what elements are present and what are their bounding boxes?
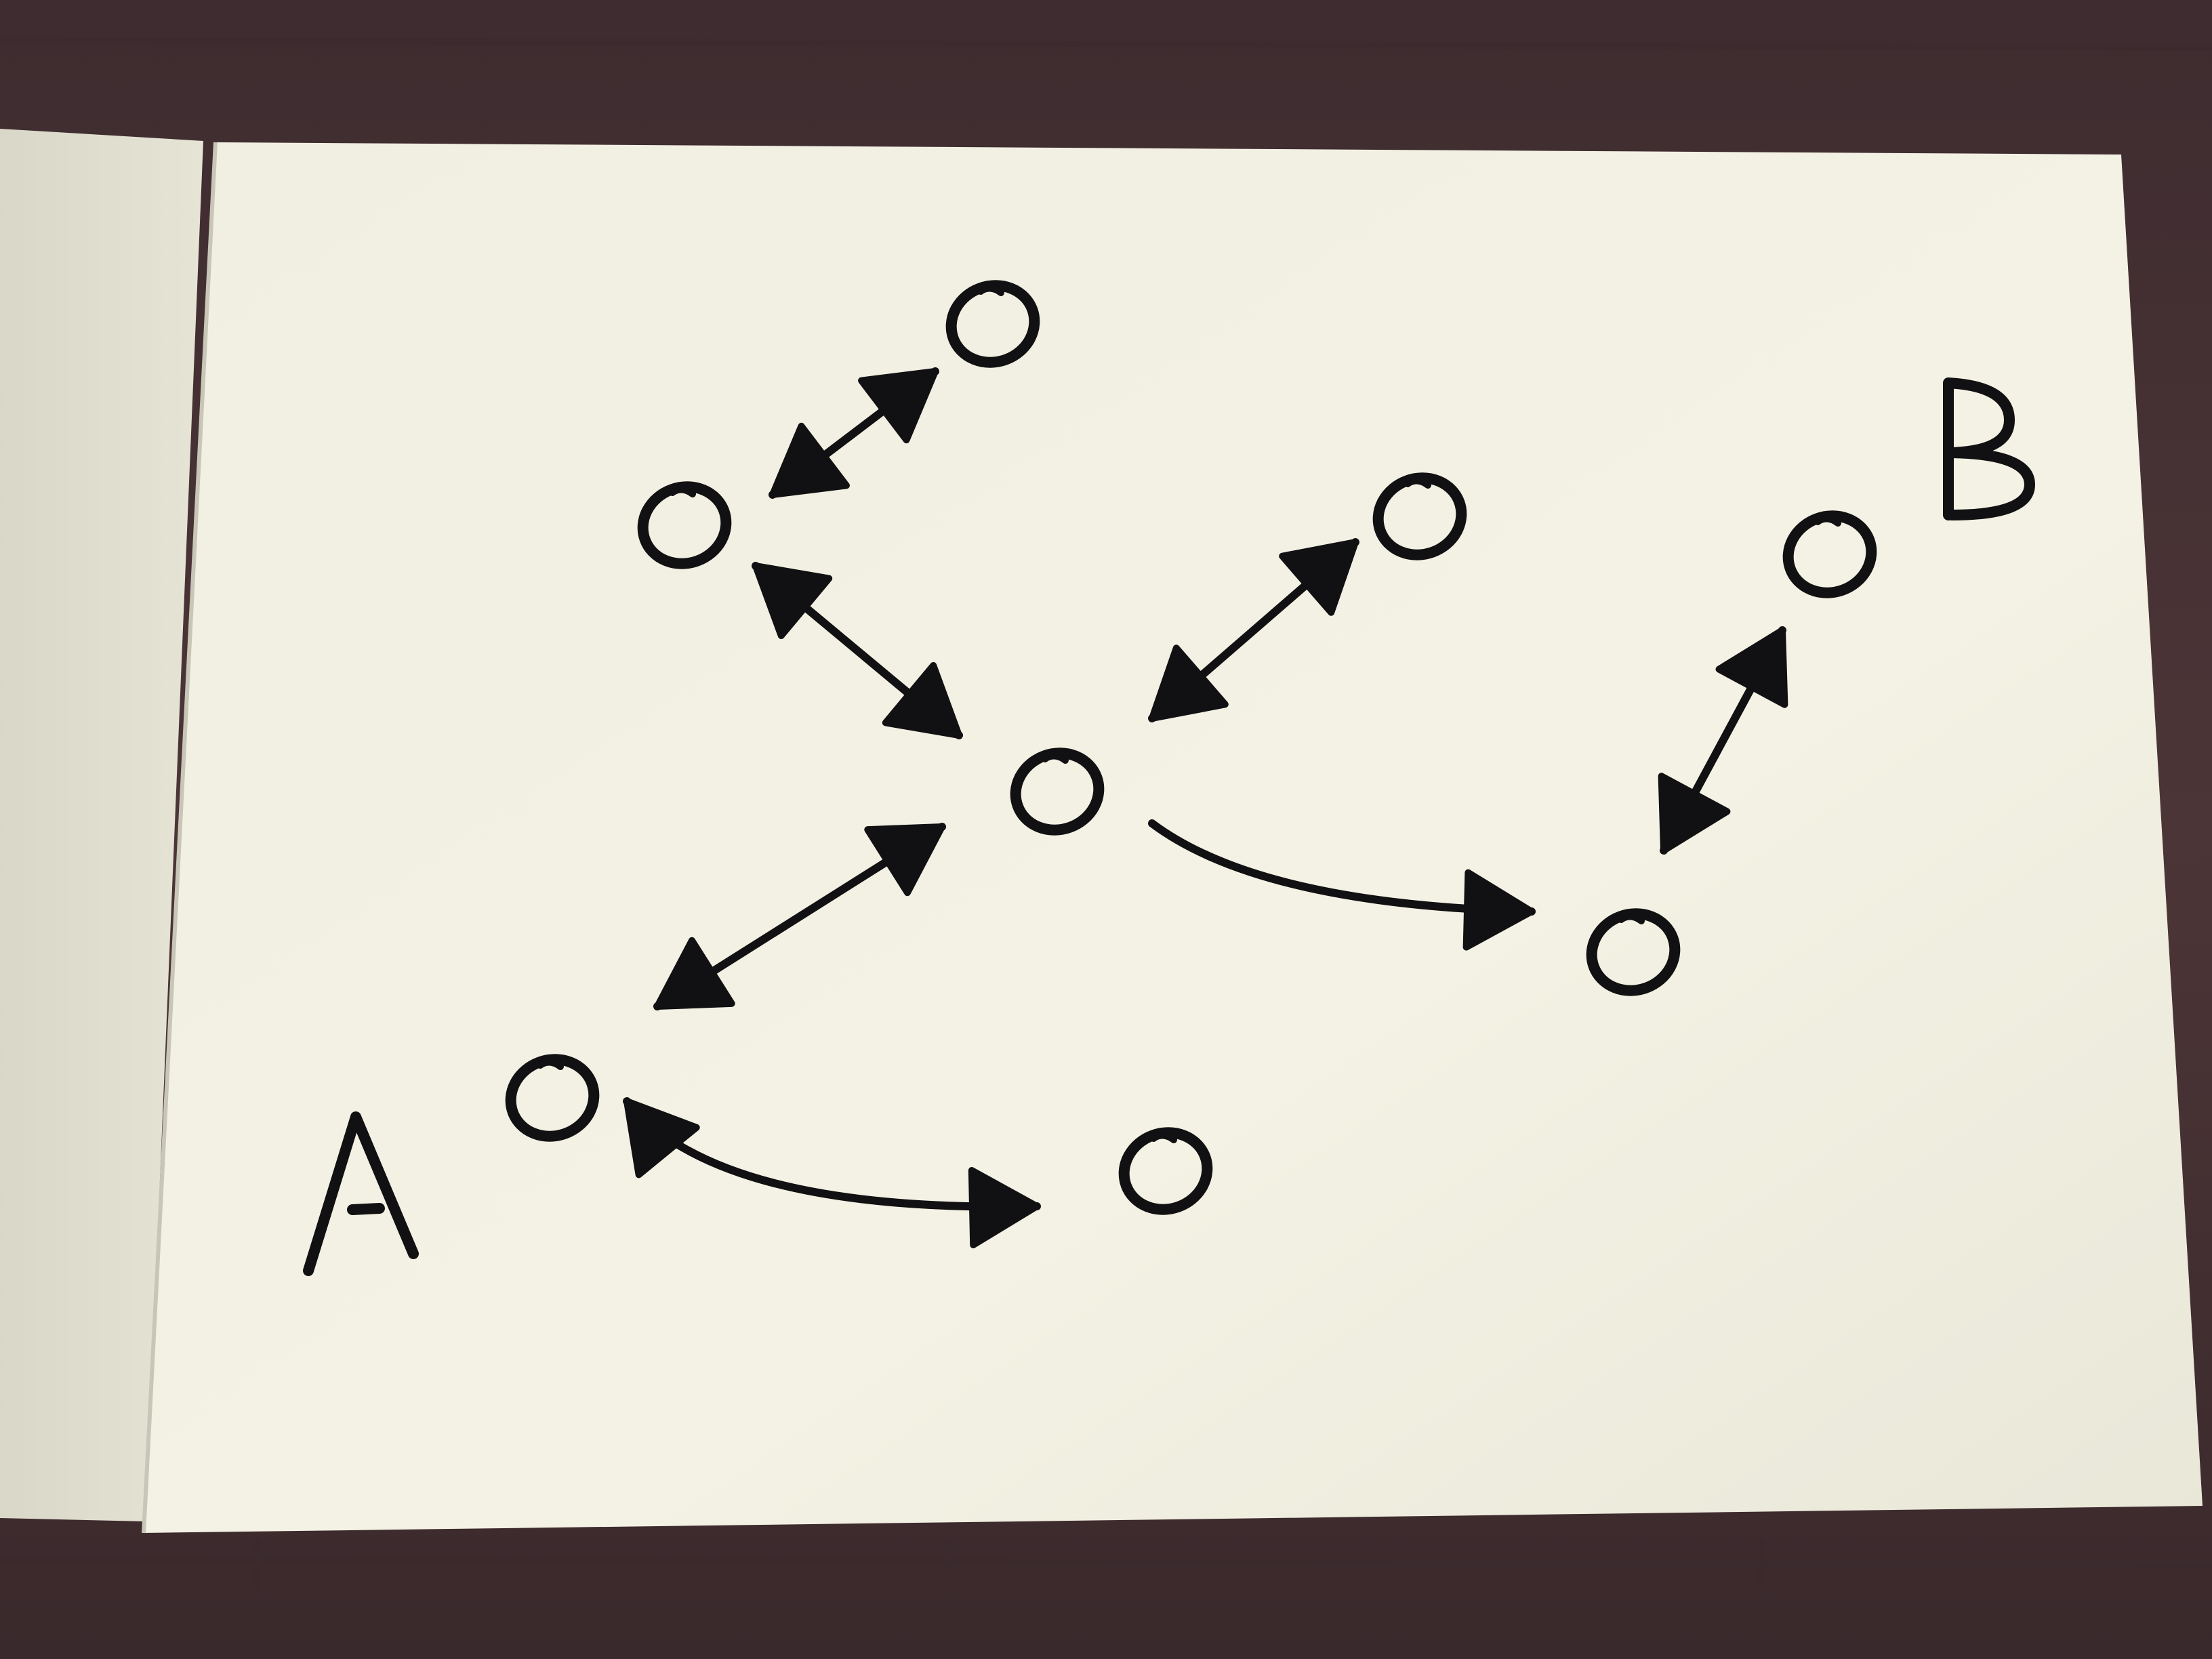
end-label-glyph [1943, 377, 2035, 520]
graph-edge-n3-n6 [1148, 819, 1536, 951]
graph-edge-n1-n2 [769, 367, 939, 499]
arrowhead-end [1462, 869, 1535, 951]
start-label: A [303, 1111, 419, 1276]
graph-edge-n3-n5 [653, 823, 946, 1010]
graph-node-mark-n5 [1814, 515, 1841, 527]
graph-node-mark-n3 [1042, 752, 1069, 764]
arrowhead-end [769, 422, 850, 498]
arrowhead-start [752, 562, 833, 640]
graph-edge-n2-n3 [752, 562, 963, 739]
arrowhead-end [654, 937, 735, 1010]
edge-line [1148, 819, 1536, 916]
graph-edge-n6-n7 [1658, 626, 1788, 855]
graph-node-mark-n8 [1150, 1132, 1177, 1143]
arrowhead-start [858, 368, 939, 444]
arrowhead-start [623, 1098, 700, 1179]
arrowhead-end [968, 1167, 1040, 1249]
graph-diagram [505, 280, 1877, 1249]
notebook-spine [142, 142, 218, 1534]
start-label-glyph [303, 1111, 419, 1276]
arrowhead-start [1149, 644, 1229, 722]
graph-edge-n3-n4 [1148, 538, 1359, 722]
arrowhead-end [882, 661, 962, 739]
graph-node-mark-n1 [977, 285, 1004, 296]
graph-node-mark-n7 [537, 1059, 564, 1070]
graph-node-mark-n4 [1404, 477, 1431, 489]
arrowhead-end [1658, 773, 1731, 854]
wood-grain [0, 37, 2212, 1659]
graph-node-mark-n6 [1618, 913, 1645, 924]
end-label: B [1943, 377, 2035, 520]
arrowhead-start [864, 823, 945, 897]
notebook-left-page [0, 129, 203, 1521]
graph-node-mark-n2 [669, 486, 696, 497]
arrowhead-end [1279, 539, 1359, 616]
arrowhead-start [1715, 627, 1788, 708]
graph-edge-n5-n8 [623, 1097, 1041, 1249]
